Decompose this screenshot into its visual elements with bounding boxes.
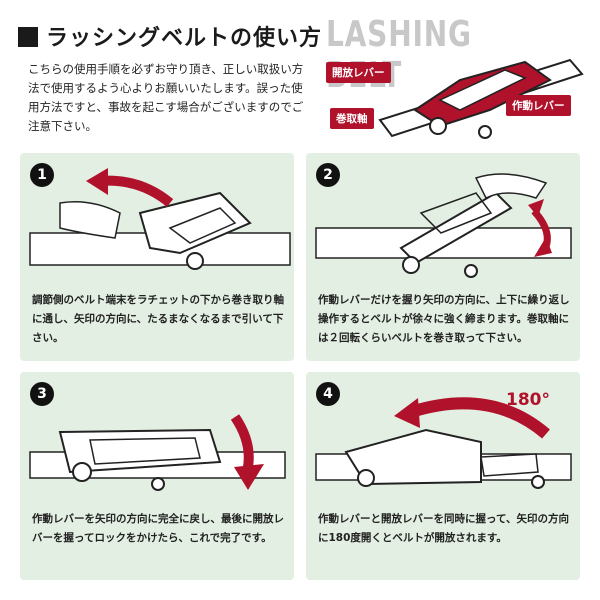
release-lever-label: 開放レバー [326, 62, 391, 83]
page-title-text: ラッシングベルトの使い方 [46, 26, 323, 51]
step-3-illustration [29, 414, 286, 491]
step-4-text: 作動レバーと開放レバーを同時に握って、矢印の方向に180度開くとベルトが開放され… [318, 513, 569, 544]
step-1-panel: 1 調節側のベルト端末をラチェットの下から巻き取り軸に通し、矢印の方向に、たるま… [20, 153, 294, 361]
operating-lever-label: 作動レバー [506, 95, 571, 116]
step-3-panel: 3 作動レバーを矢印の方向に完全に戻し、最後に開放レバーを握ってロックをかけたら… [20, 372, 294, 580]
hero-illustration: 開放レバー 巻取軸 作動レバー [320, 40, 590, 140]
intro-text: こちらの使用手順を必ずお守り頂き、正しい取扱い方法で使用するよう心よりお願いいた… [28, 62, 304, 133]
winding-shaft-label: 巻取軸 [330, 108, 374, 129]
step-2-number: 2 [316, 163, 340, 187]
step-2-illustration [315, 173, 572, 278]
step-1-illustration [29, 168, 291, 270]
page-title: ラッシングベルトの使い方 [18, 20, 322, 52]
step-1-number: 1 [30, 163, 54, 187]
step-2-panel: 2 作動レバーだけを握り矢印の方向に、上下に繰り返し操作するとベルトが徐々に強く… [306, 153, 580, 361]
ratchet-illustration [378, 58, 584, 139]
step-3-text: 作動レバーを矢印の方向に完全に戻し、最後に開放レバーを握ってロックをかけたら、こ… [32, 513, 284, 544]
step-4-number: 4 [316, 382, 340, 406]
title-square-icon [18, 27, 38, 47]
step-3-number: 3 [30, 382, 54, 406]
angle-label: 180° [506, 390, 550, 410]
step-4-illustration [315, 397, 572, 489]
step-4-panel: 180° 4 作動レバーと開放レバーを同時に握って、矢印の方向に180度開くとベ… [306, 372, 580, 580]
step-1-text: 調節側のベルト端末をラチェットの下から巻き取り軸に通し、矢印の方向に、たるまなく… [32, 294, 284, 344]
step-2-text: 作動レバーだけを握り矢印の方向に、上下に繰り返し操作するとベルトが徐々に強く締ま… [318, 294, 570, 344]
